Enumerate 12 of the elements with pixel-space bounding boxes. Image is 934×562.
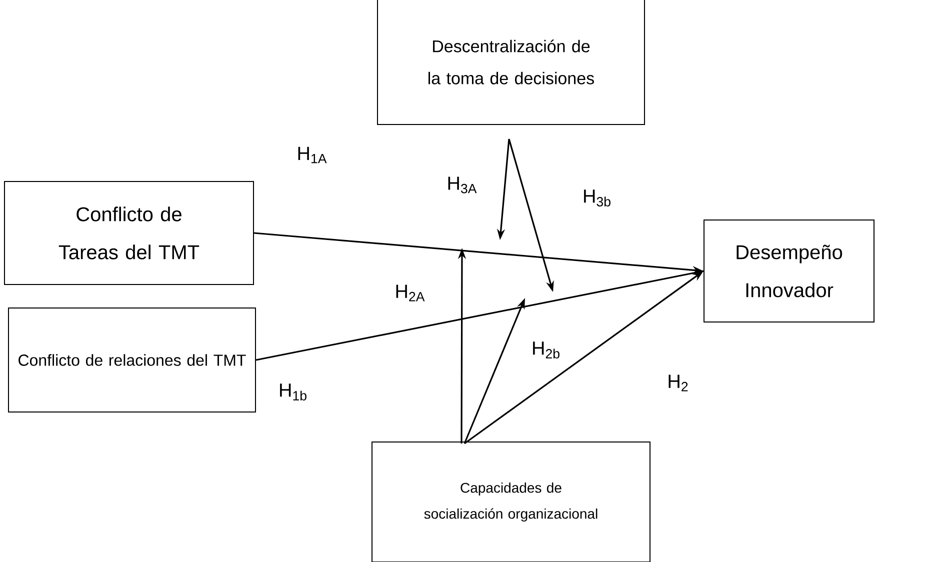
concept-box: Desempeño Innovador bbox=[704, 220, 874, 322]
edge-label: H$_{2b}$ bbox=[533, 342, 560, 358]
edge-label: H$_{3b}$ bbox=[584, 190, 610, 206]
concept-box: Capacidades de socialización organizacional bbox=[372, 442, 650, 562]
concept-box: Conflicto de Tareas del TMT bbox=[4, 181, 254, 285]
edge-label: H$_{1A}$ bbox=[298, 146, 327, 164]
edge-label: H$_{2}$ bbox=[668, 374, 688, 392]
concept-box: Descentralización de la toma de decisiones bbox=[377, 0, 645, 125]
concept-box: Conflicto de relaciones del TMT bbox=[8, 308, 256, 412]
edge-label: H$_{2A}$ bbox=[396, 284, 425, 302]
edge-label: H$_{3A}$ bbox=[448, 176, 477, 194]
edge-label: H$_{1b}$ bbox=[280, 384, 306, 400]
